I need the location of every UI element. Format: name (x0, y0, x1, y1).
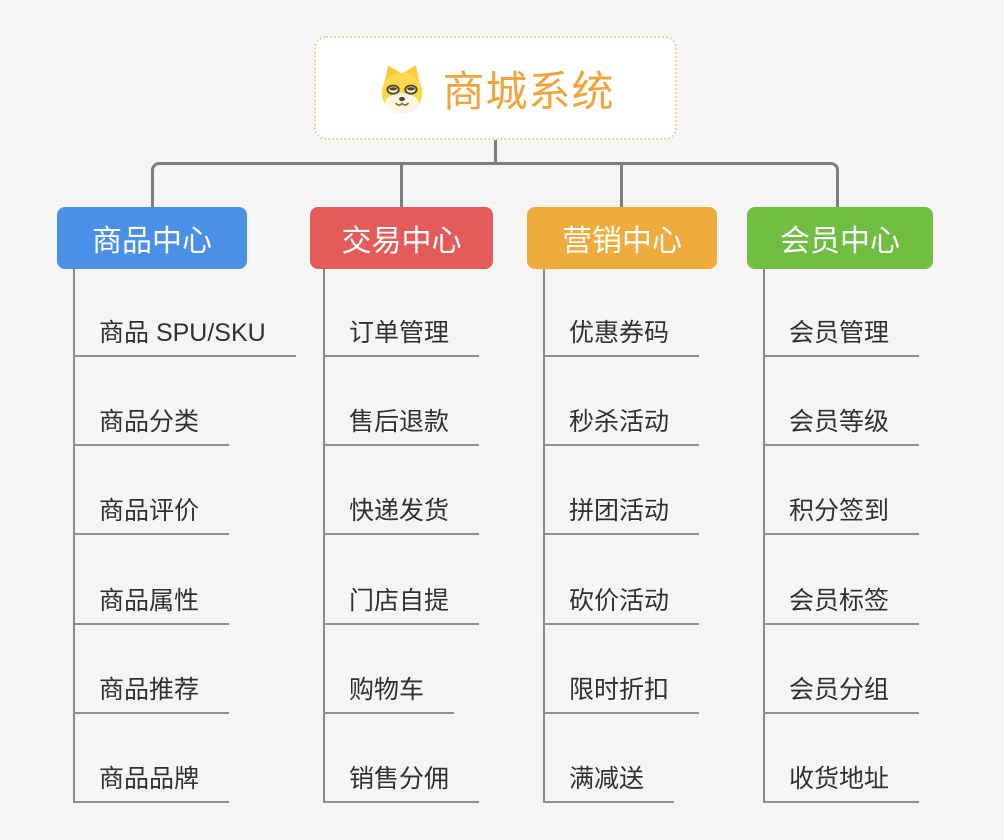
mindmap-item[interactable]: 会员标签 (763, 579, 920, 625)
mindmap-item[interactable]: 砍价活动 (543, 579, 700, 625)
mindmap-item[interactable]: 商品评价 (73, 489, 230, 535)
connector-spine (543, 269, 545, 802)
column-marketing-center: 优惠券码 秒杀活动 拼团活动 砍价活动 限时折扣 满减送 (543, 269, 793, 814)
root-title: 商城系统 (442, 67, 615, 115)
mindmap-item[interactable]: 会员管理 (763, 311, 920, 357)
mindmap-item[interactable]: 会员分组 (763, 668, 920, 714)
mindmap-item[interactable]: 满减送 (543, 757, 675, 803)
mindmap-item[interactable]: 会员等级 (763, 400, 920, 446)
branch-node-member-center[interactable]: 会员中心 (747, 207, 933, 269)
mindmap-item[interactable]: 销售分佣 (323, 757, 480, 803)
mindmap-item[interactable]: 积分签到 (763, 489, 920, 535)
branch-node-marketing-center[interactable]: 营销中心 (527, 207, 717, 269)
branch-label: 营销中心 (562, 225, 682, 258)
mindmap-item[interactable]: 商品 SPU/SKU (73, 311, 296, 357)
connector-spine (763, 269, 765, 802)
mindmap-item[interactable]: 门店自提 (323, 579, 480, 625)
mindmap-item[interactable]: 商品属性 (73, 579, 230, 625)
connector-spine (73, 269, 75, 802)
mindmap-item[interactable]: 快递发货 (323, 489, 480, 535)
mindmap-item[interactable]: 商品分类 (73, 400, 230, 446)
mindmap-item[interactable]: 限时折扣 (543, 668, 700, 714)
connector-root-drop (494, 140, 497, 165)
connector-spine (323, 269, 325, 802)
column-trade-center: 订单管理 售后退款 快递发货 门店自提 购物车 销售分佣 (323, 269, 573, 814)
branch-label: 商品中心 (92, 225, 212, 258)
mindmap-item[interactable]: 售后退款 (323, 400, 480, 446)
mindmap-item[interactable]: 拼团活动 (543, 489, 700, 535)
branch-label: 交易中心 (341, 225, 462, 258)
mindmap-item[interactable]: 订单管理 (323, 311, 480, 357)
mindmap-item[interactable]: 商品推荐 (73, 668, 230, 714)
mindmap-item[interactable]: 优惠券码 (543, 311, 700, 357)
branch-label: 会员中心 (780, 225, 900, 258)
column-member-center: 会员管理 会员等级 积分签到 会员标签 会员分组 收货地址 (763, 269, 1004, 814)
mindmap-item[interactable]: 购物车 (323, 668, 455, 714)
connector-drop-trade (400, 165, 403, 207)
mindmap-item[interactable]: 秒杀活动 (543, 400, 700, 446)
branch-node-product-center[interactable]: 商品中心 (57, 207, 247, 269)
connector-drop-marketing (620, 165, 623, 207)
column-product-center: 商品 SPU/SKU 商品分类 商品评价 商品属性 商品推荐 商品品牌 (73, 269, 323, 814)
connector-bus (151, 162, 839, 207)
branch-node-trade-center[interactable]: 交易中心 (310, 207, 493, 269)
root-node[interactable]: 商城系统 (314, 36, 677, 140)
mindmap-item[interactable]: 收货地址 (763, 757, 920, 803)
dog-face-icon (376, 62, 428, 114)
mindmap-item[interactable]: 商品品牌 (73, 757, 230, 803)
